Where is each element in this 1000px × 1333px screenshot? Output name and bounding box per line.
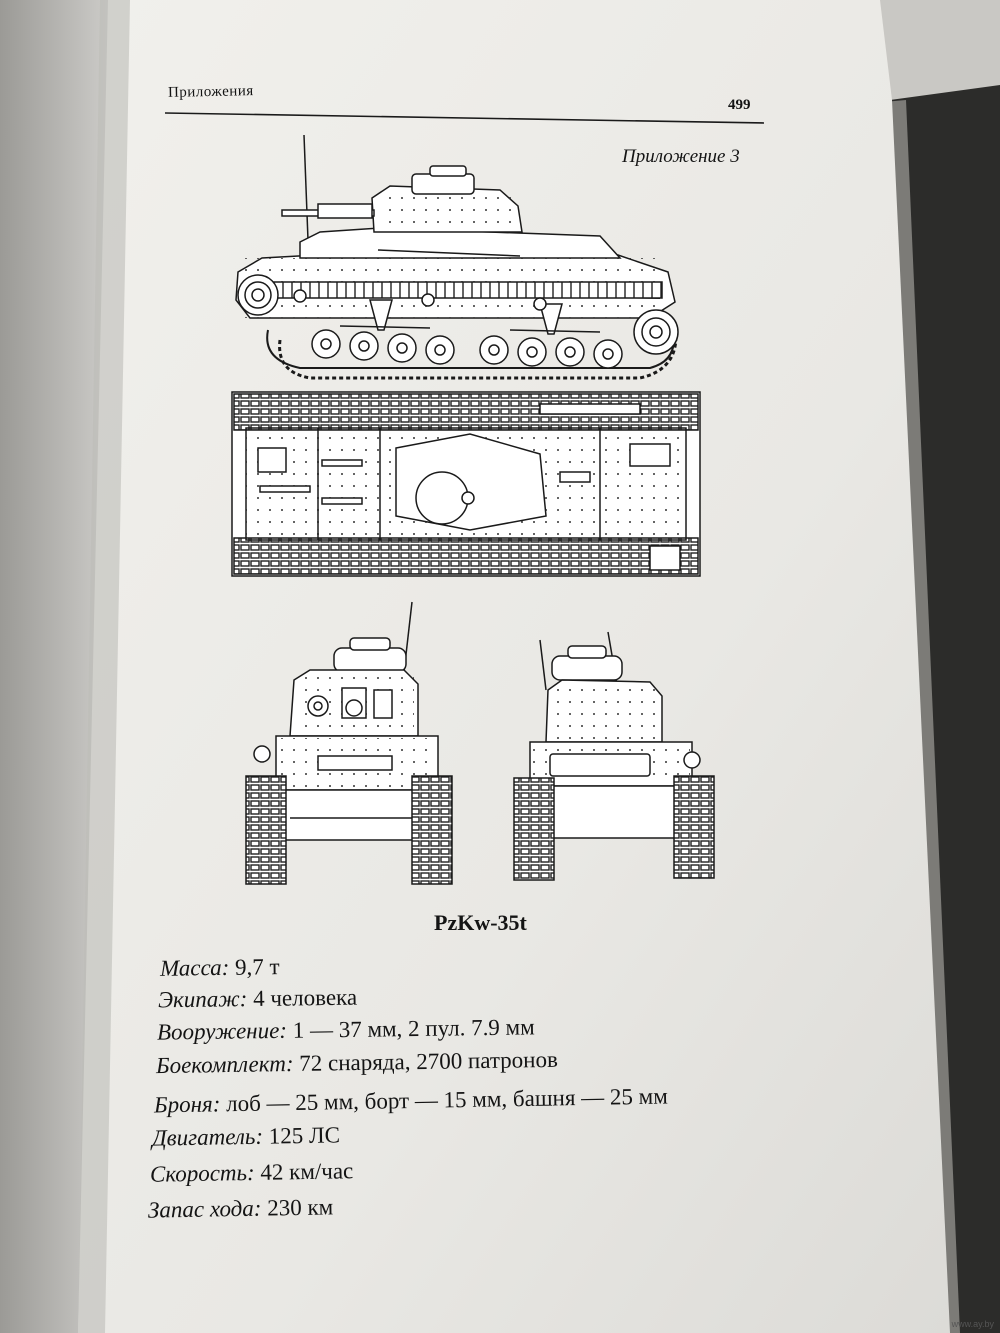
spec-label: Скорость: <box>149 1159 255 1187</box>
spec-engine: Двигатель: 125 ЛС <box>152 1122 340 1151</box>
section-header: Приложения <box>167 83 254 101</box>
tank-name: PzKw-35t <box>434 910 527 935</box>
spec-speed: Скорость: 42 км/час <box>150 1158 354 1188</box>
spec-label: Двигатель: <box>151 1123 264 1151</box>
spine-shadow <box>78 0 130 1333</box>
spec-label: Экипаж: <box>157 986 248 1013</box>
page-number: 499 <box>728 97 751 113</box>
spec-range: Запас хода: 230 км <box>148 1194 334 1223</box>
spec-label: Масса: <box>159 954 230 981</box>
appendix-label: Приложение 3 <box>622 146 740 167</box>
spec-value: 9,7 т <box>234 954 280 980</box>
spec-label: Броня: <box>153 1091 221 1118</box>
spec-crew: Экипаж: 4 человека <box>158 985 357 1014</box>
spec-value: 1 — 37 мм, 2 пул. 7.9 мм <box>292 1014 535 1043</box>
tank-rear-view <box>513 631 715 881</box>
spec-value: 4 человека <box>252 984 358 1012</box>
site-watermark: www.ay.by <box>951 1319 994 1329</box>
header-rule <box>164 112 765 124</box>
spec-label: Запас хода: <box>147 1195 262 1223</box>
spec-label: Боекомплект: <box>155 1050 294 1079</box>
tank-top-view <box>231 391 701 577</box>
tank-side-view <box>235 134 679 380</box>
page-paper <box>78 0 950 1333</box>
spec-mass: Масса: 9,7 т <box>160 954 280 982</box>
spec-label: Вооружение: <box>156 1017 288 1045</box>
tank-front-view <box>245 601 453 885</box>
spec-value: 42 км/час <box>260 1158 354 1185</box>
spec-armament: Вооружение: 1 — 37 мм, 2 пул. 7.9 мм <box>157 1014 535 1045</box>
spec-value: 72 снаряда, 2700 патронов <box>299 1046 559 1076</box>
spec-value: 230 км <box>267 1194 334 1221</box>
spec-value: 125 ЛС <box>268 1122 341 1149</box>
